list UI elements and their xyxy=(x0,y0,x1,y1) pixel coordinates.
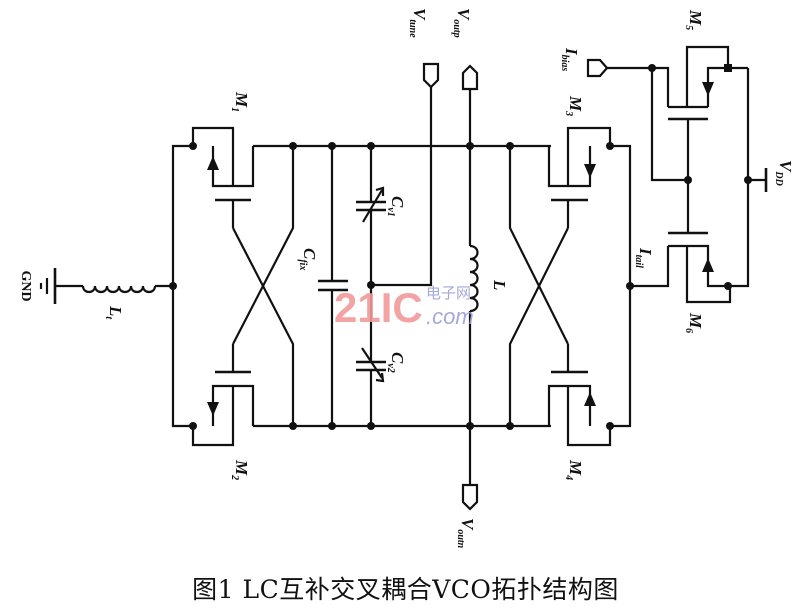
watermark-domain: .com xyxy=(426,304,474,329)
vtune-port-icon xyxy=(422,62,440,89)
transistor-m3 xyxy=(547,126,612,228)
m2-arrow-icon xyxy=(207,402,219,416)
m1-arrow-icon xyxy=(207,156,219,170)
tail-wire xyxy=(630,246,670,288)
m4-label: M4 xyxy=(563,459,585,480)
transistor-m2 xyxy=(191,344,255,447)
transistor-m6 xyxy=(668,180,732,304)
m5-arrow-icon xyxy=(702,82,714,96)
varactor-cv1 xyxy=(356,146,386,285)
ibias-port-icon xyxy=(586,58,609,78)
m1-label: M1 xyxy=(229,91,251,112)
vtune-wire xyxy=(371,87,433,287)
cv1-label: Cv1 xyxy=(385,196,407,217)
bias-diode-wire xyxy=(650,68,688,182)
cv2-label: Cv2 xyxy=(385,352,407,373)
watermark: 21IC 电子网 .com xyxy=(334,284,474,331)
lt-label: Lt xyxy=(103,305,125,320)
l-label: L xyxy=(490,279,509,290)
capacitor-cfix xyxy=(318,146,348,426)
m3-label: M3 xyxy=(563,95,585,116)
transistor-m1 xyxy=(191,126,255,228)
vtune-label: Vtune xyxy=(407,8,429,38)
vdd-label: VDD xyxy=(773,160,795,186)
voutp-label: Voutp xyxy=(451,8,473,38)
m3-arrow-icon xyxy=(584,164,596,178)
m5-label: M5 xyxy=(683,9,705,30)
vdd-wire xyxy=(728,66,750,288)
transistor-m5 xyxy=(652,45,730,180)
cfix-label: Cfix xyxy=(297,248,319,270)
m6-arrow-icon xyxy=(702,258,714,272)
inductor-lt xyxy=(55,284,173,294)
ground-symbol-icon xyxy=(39,268,57,304)
gnd-label: GND xyxy=(18,270,33,301)
junction-dots xyxy=(169,64,752,430)
cross-couple-right xyxy=(508,146,569,426)
voutp-port-icon xyxy=(461,64,479,91)
m2-label: M2 xyxy=(229,459,251,480)
watermark-number: 21IC xyxy=(334,284,423,331)
ibias-label: Ibias xyxy=(559,47,581,71)
itail-label: Itail xyxy=(633,247,655,268)
watermark-chinese: 电子网 xyxy=(426,284,471,302)
voutn-port-icon xyxy=(461,483,479,511)
cross-couple-left xyxy=(232,146,295,426)
transistor-m4 xyxy=(547,344,612,447)
inductor-l xyxy=(468,146,479,426)
voutn-label: Voutn xyxy=(455,518,477,549)
varactor-cv2 xyxy=(356,285,386,426)
m4-arrow-icon xyxy=(584,392,596,406)
figure-caption: 图1 LC互补交叉耦合VCO拓扑结构图 xyxy=(192,575,619,604)
m6-label: M6 xyxy=(683,312,705,333)
